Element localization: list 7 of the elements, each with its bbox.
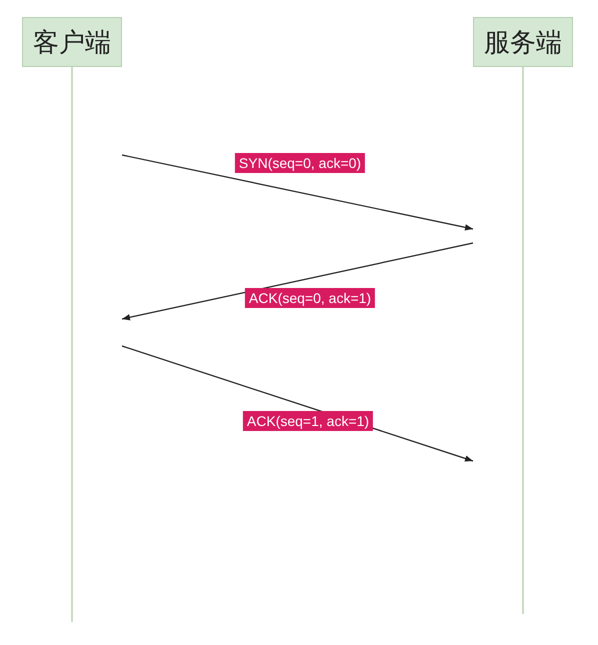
participant-box: 客户端 xyxy=(22,17,122,67)
edge-label: SYN(seq=0, ack=0) xyxy=(234,153,366,173)
edge-label: ACK(seq=0, ack=1) xyxy=(244,288,376,308)
arrow xyxy=(122,242,474,320)
edge-label: ACK(seq=1, ack=1) xyxy=(242,411,374,431)
arrow xyxy=(122,154,474,230)
participant-box: 服务端 xyxy=(473,17,573,67)
